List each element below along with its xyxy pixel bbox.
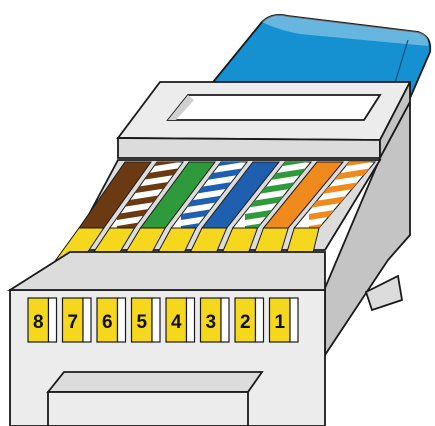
pin-8: 8 (28, 298, 57, 342)
pin-number-label: 2 (240, 312, 251, 333)
pin-number-label: 3 (205, 312, 216, 333)
pin-number-label: 8 (33, 312, 44, 333)
strain-relief-block (118, 82, 410, 158)
pin-7: 7 (63, 298, 92, 342)
pin-5: 5 (132, 298, 161, 342)
pin-number-label: 4 (171, 312, 182, 333)
pin-1: 1 (270, 298, 299, 342)
pin-6: 6 (97, 298, 126, 342)
pin-number-label: 7 (67, 312, 78, 333)
pin-3: 3 (201, 298, 230, 342)
pin-number-label: 5 (136, 312, 147, 333)
pin-2: 2 (235, 298, 264, 342)
pin-number-label: 6 (102, 312, 113, 333)
clamp-window (168, 95, 380, 120)
pin-4: 4 (166, 298, 195, 342)
pin-number-label: 1 (274, 312, 285, 333)
bottom-tab (48, 372, 262, 426)
